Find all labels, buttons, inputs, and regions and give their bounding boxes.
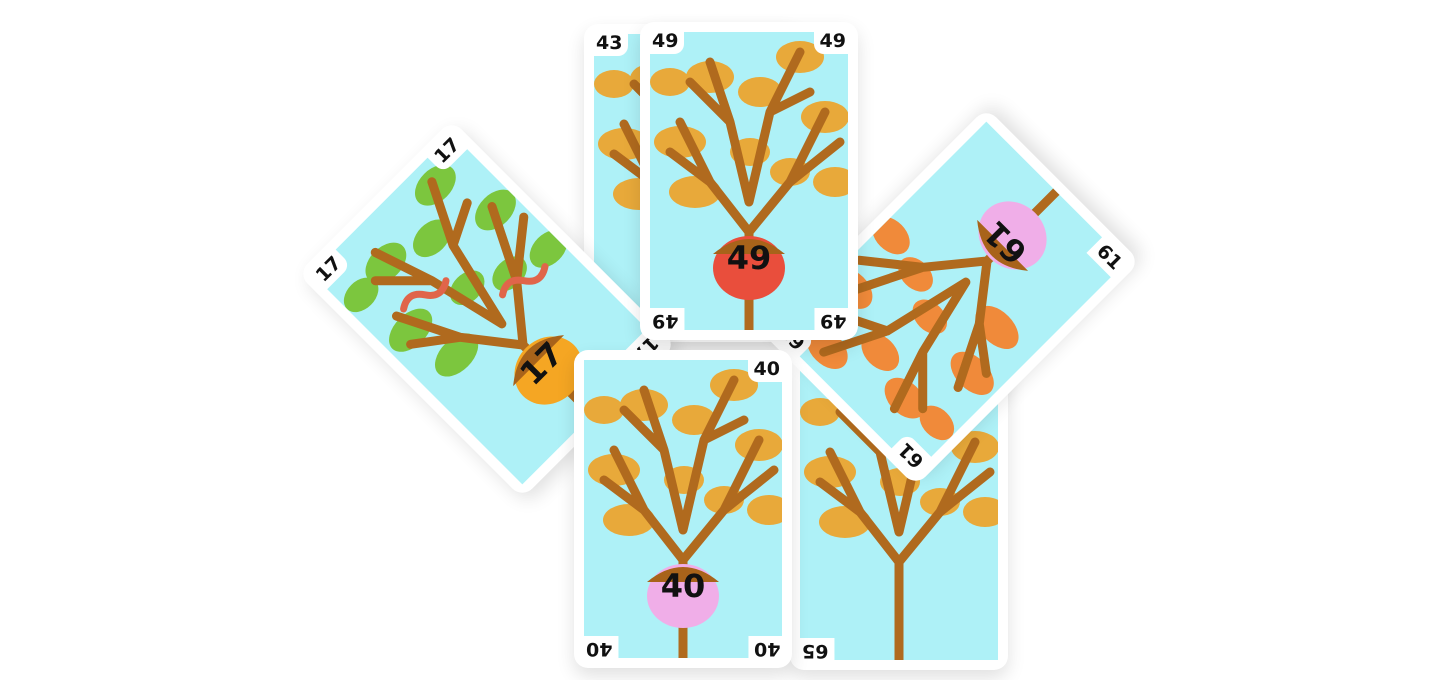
card-40[interactable]: 40 40 40 40 [574, 350, 792, 668]
corner-number: 49 [646, 28, 685, 54]
card-art [775, 121, 1127, 473]
corner-number: 49 [813, 28, 852, 54]
acorn-number: 49 [726, 239, 772, 277]
oak-tree-icon [650, 41, 848, 330]
card-art [311, 133, 663, 485]
oak-tree-icon [775, 122, 1127, 466]
acorn-number: 40 [660, 567, 706, 605]
corner-number: 49 [813, 308, 852, 334]
corner-number: 43 [590, 30, 629, 56]
corner-number: 40 [747, 636, 786, 662]
card-61[interactable]: 61 61 61 61 [761, 107, 1141, 487]
corner-number: 40 [747, 356, 786, 382]
card-art [584, 360, 782, 658]
card-17[interactable]: 17 17 17 17 [297, 119, 677, 499]
worm-icon [499, 263, 549, 299]
corner-number: 65 [796, 638, 835, 664]
corner-number: 40 [580, 636, 619, 662]
oak-tree-icon [584, 369, 782, 658]
oak-tree-icon [318, 133, 663, 485]
card-49[interactable]: 49 49 49 49 49 [640, 22, 858, 340]
card-art [650, 32, 848, 330]
corner-number: 49 [646, 308, 685, 334]
worm-icon [400, 277, 450, 313]
